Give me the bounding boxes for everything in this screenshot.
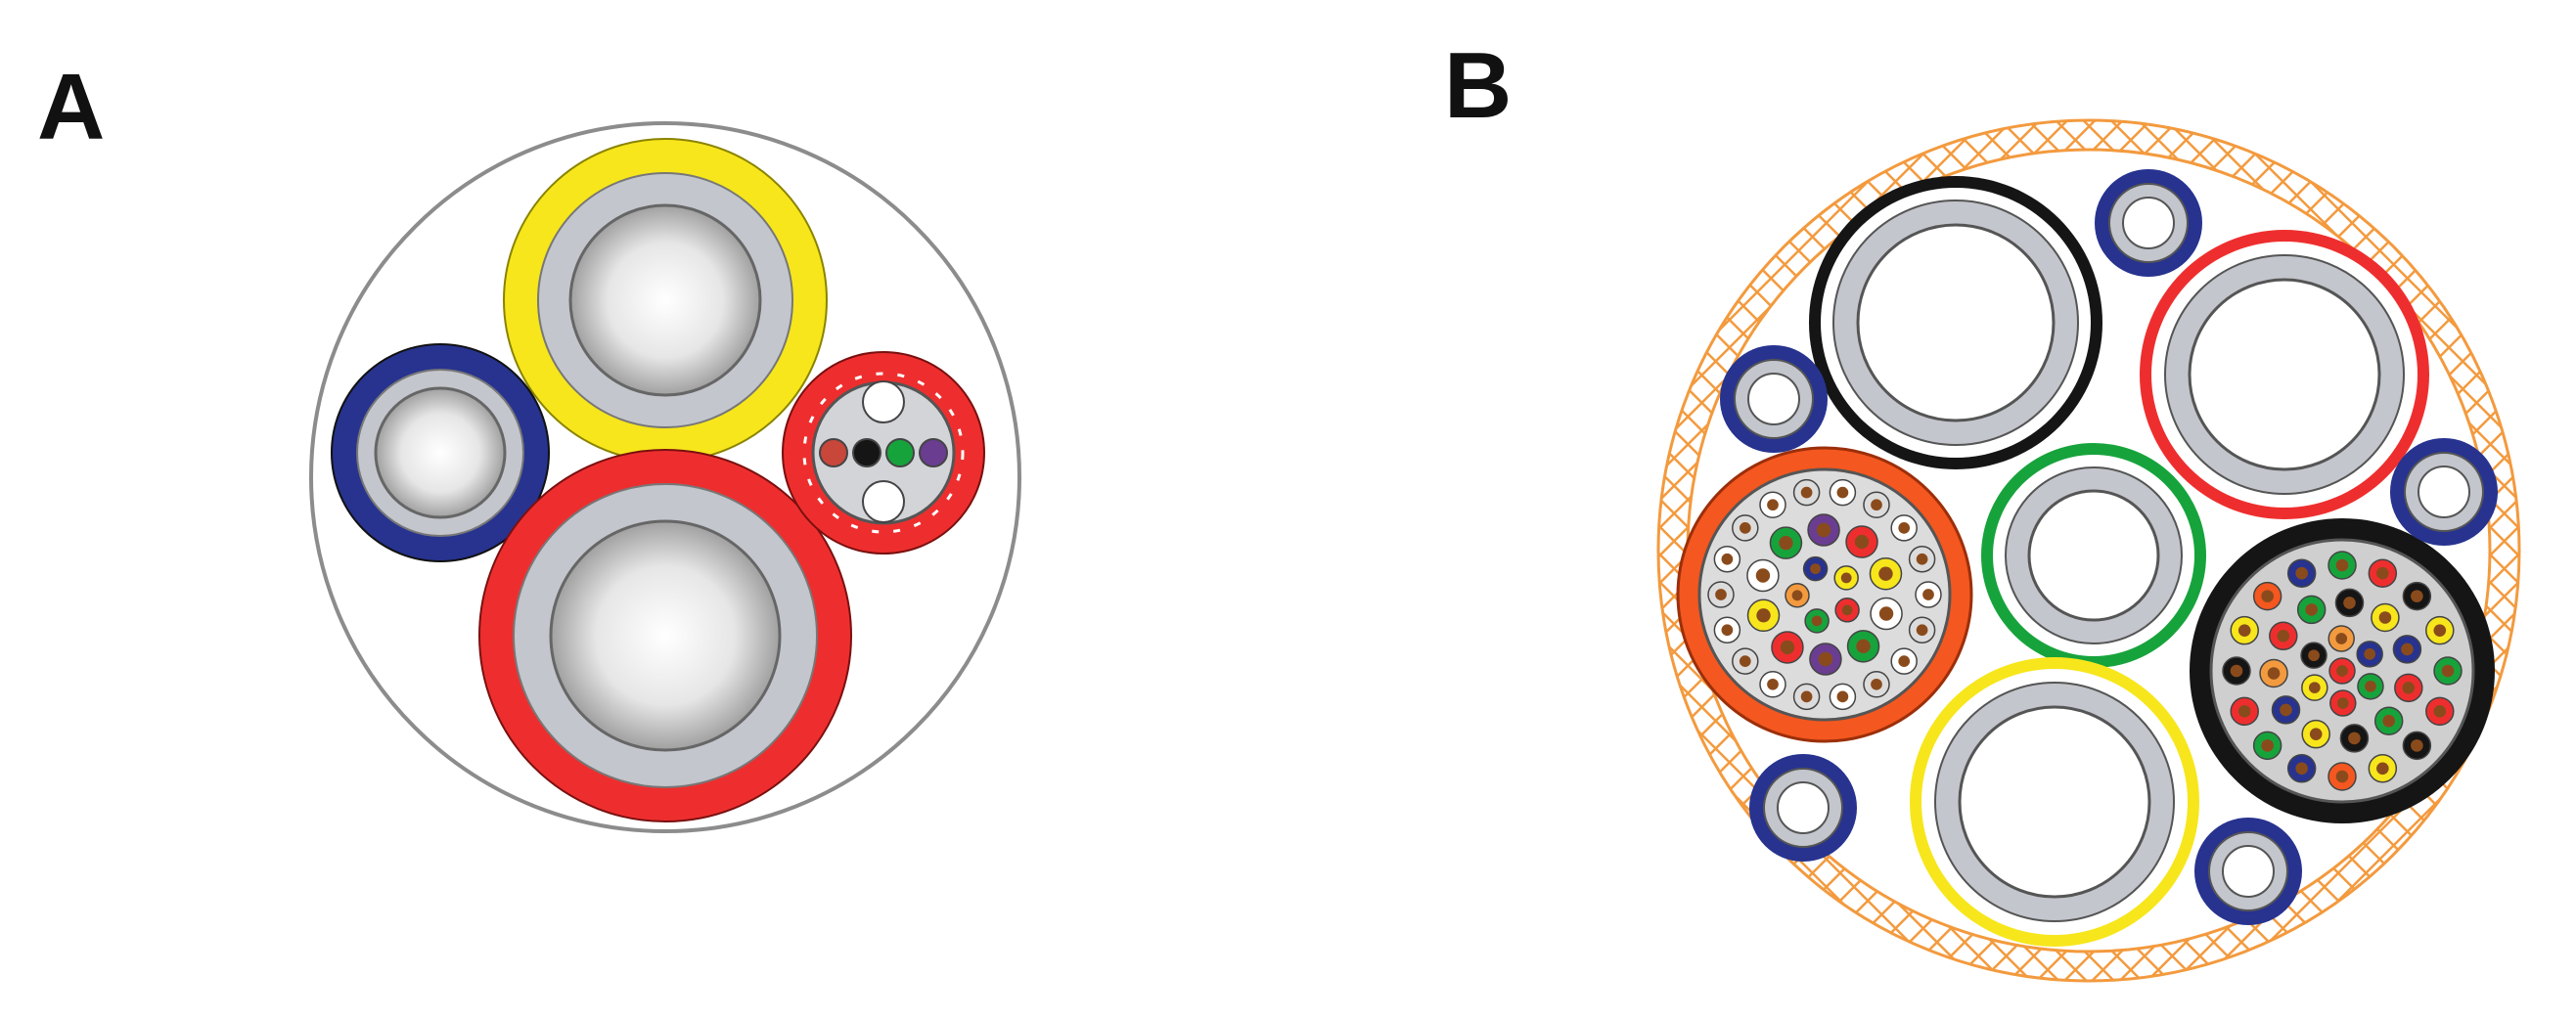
bundle-wire	[1890, 514, 1918, 542]
bundle-wire	[2373, 706, 2404, 735]
cable-b-green-core	[1981, 443, 2206, 668]
bundle-wire	[1759, 491, 1786, 518]
bundle-wire	[1809, 643, 1842, 676]
signal-wire-purple	[919, 438, 948, 467]
bundle-wire	[1785, 583, 1810, 608]
bundle-wire	[1846, 630, 1880, 663]
bundle-wire	[1732, 514, 1759, 542]
bundle-wire	[2327, 551, 2357, 580]
cable-a-red-core	[478, 449, 852, 822]
bundle-wire	[1769, 526, 1803, 559]
cable-a	[309, 121, 1021, 833]
bundle-wire	[1713, 616, 1741, 644]
bundle-wire	[2286, 558, 2317, 588]
bundle-wire	[2356, 641, 2383, 668]
bundle-wire	[2327, 625, 2355, 652]
bundle-wire	[2301, 719, 2330, 749]
bundle-wire	[2286, 754, 2317, 783]
signal-wire-white-bottom	[862, 480, 905, 523]
bundle-wire	[1807, 513, 1840, 547]
signal-wire-white-top	[862, 380, 905, 423]
signal-wire-green	[885, 438, 915, 467]
bundle-wire	[2252, 731, 2282, 761]
bundle-wire	[2252, 581, 2282, 611]
bundle-wire	[2259, 658, 2288, 688]
cable-b-small-blue-core-1	[2095, 169, 2202, 277]
cable-b-small-blue-core-3	[2390, 438, 2498, 546]
bundle-wire	[1707, 581, 1735, 608]
bundle-wire	[1863, 491, 1890, 518]
bundle-wire	[2301, 674, 2328, 701]
cable-b-small-blue-core-2	[1720, 345, 1828, 453]
bundle-wire	[2392, 635, 2422, 664]
cable-b-yellow-core	[1910, 657, 2199, 947]
bundle-wire	[1908, 616, 1936, 644]
cable-b-small-blue-core-5	[2194, 818, 2302, 925]
bundle-wire	[2371, 602, 2400, 633]
cable-b-braided-shield	[1658, 120, 2519, 981]
bundle-wire	[1845, 525, 1878, 558]
bundle-wire	[1834, 598, 1860, 623]
bundle-wire	[2300, 642, 2327, 669]
bundle-wire	[2339, 724, 2370, 753]
bundle-wire	[1829, 478, 1857, 507]
bundle-wire	[2271, 695, 2301, 725]
bundle-wire	[2296, 595, 2327, 625]
bundle-wire	[1713, 545, 1741, 573]
bundle-wire	[2394, 673, 2423, 703]
cable-b-black-core	[1809, 176, 2102, 469]
bundle-wire	[2327, 762, 2357, 791]
cable-b-red-core	[2140, 230, 2429, 519]
bundle-wire	[2402, 731, 2432, 761]
bundle-wire	[2328, 657, 2356, 685]
cable-b-black-bundle	[2190, 518, 2495, 823]
bundle-wire	[1802, 555, 1829, 582]
bundle-wire	[1804, 608, 1830, 634]
bundle-wire	[2329, 689, 2357, 717]
cable-b-small-blue-core-4	[1749, 754, 1857, 862]
bundle-wire	[1746, 599, 1781, 633]
bundle-wire	[2368, 754, 2398, 783]
bundle-wire	[2334, 588, 2365, 618]
bundle-wire	[1863, 671, 1890, 698]
bundle-wire	[2433, 656, 2463, 686]
bundle-wire	[1915, 581, 1942, 608]
bundle-wire	[1792, 478, 1821, 507]
cable-a-yellow-core	[503, 138, 828, 463]
bundle-wire	[1870, 597, 1903, 631]
panel-label-a: A	[37, 55, 106, 159]
bundle-wire	[2357, 673, 2384, 700]
bundle-wire	[1732, 647, 1759, 675]
bundle-wire	[1908, 545, 1936, 573]
cable-a-signal-cable	[782, 351, 985, 554]
panel-label-b: B	[1444, 33, 1513, 138]
bundle-wire	[1890, 647, 1918, 675]
bundle-wire	[2269, 621, 2298, 651]
cable-a-blue-core	[331, 343, 550, 562]
signal-wire-red	[819, 438, 848, 467]
cable-b	[1656, 118, 2521, 983]
bundle-wire	[1792, 683, 1821, 711]
bundle-wire	[1829, 683, 1857, 711]
bundle-wire	[2230, 696, 2259, 727]
cable-b-orange-bundle	[1676, 446, 1973, 743]
bundle-wire	[2425, 615, 2455, 645]
bundle-wire	[2368, 558, 2398, 588]
bundle-wire	[1746, 558, 1780, 593]
bundle-wire	[1869, 556, 1903, 591]
bundle-wire	[2230, 615, 2259, 645]
bundle-wire	[2425, 696, 2455, 727]
bundle-wire	[1771, 631, 1804, 664]
bundle-wire	[1833, 565, 1859, 591]
signal-wire-black	[852, 438, 881, 467]
bundle-wire	[2222, 656, 2251, 686]
bundle-wire	[2402, 581, 2432, 611]
bundle-wire	[1759, 671, 1786, 698]
